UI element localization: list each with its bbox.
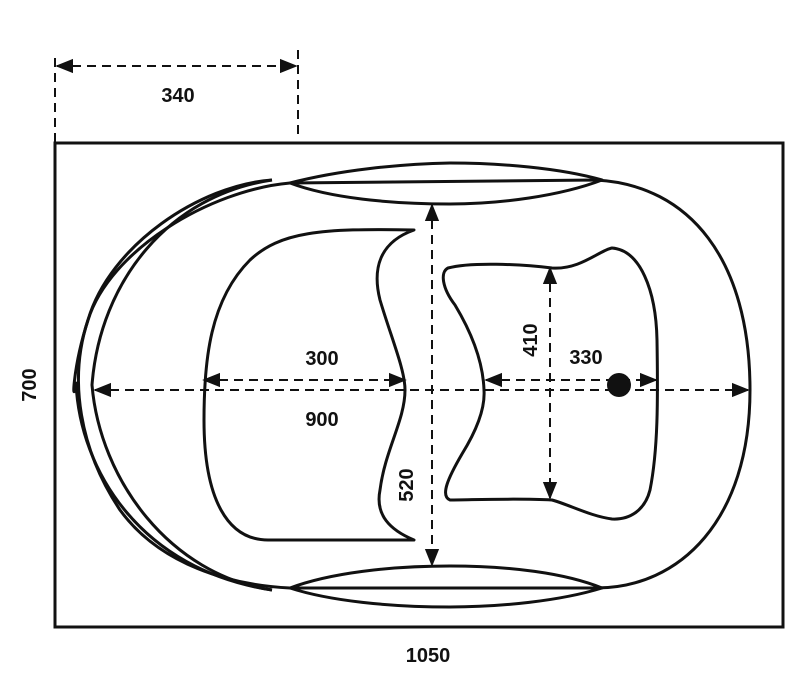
top-armrest xyxy=(288,161,604,206)
drain-hole-icon xyxy=(607,373,631,397)
tub-outer-frame xyxy=(53,141,785,629)
bottom-armrest xyxy=(288,564,604,609)
top-offset-label: 340 xyxy=(161,85,194,107)
tub-rim-crescent xyxy=(72,178,273,592)
basin-depth-label: 520 xyxy=(396,468,418,501)
tub-rim-outline xyxy=(77,178,752,590)
length-label: 1050 xyxy=(406,645,451,667)
tub-rim-crescent-inner xyxy=(90,178,273,592)
drain-offset-label: 330 xyxy=(569,347,602,369)
inner-width-label: 900 xyxy=(305,409,338,431)
footwell-depth-label: 410 xyxy=(520,323,542,356)
left-seat xyxy=(202,228,416,542)
height-label: 700 xyxy=(19,368,41,401)
seat-width-label: 300 xyxy=(305,348,338,370)
